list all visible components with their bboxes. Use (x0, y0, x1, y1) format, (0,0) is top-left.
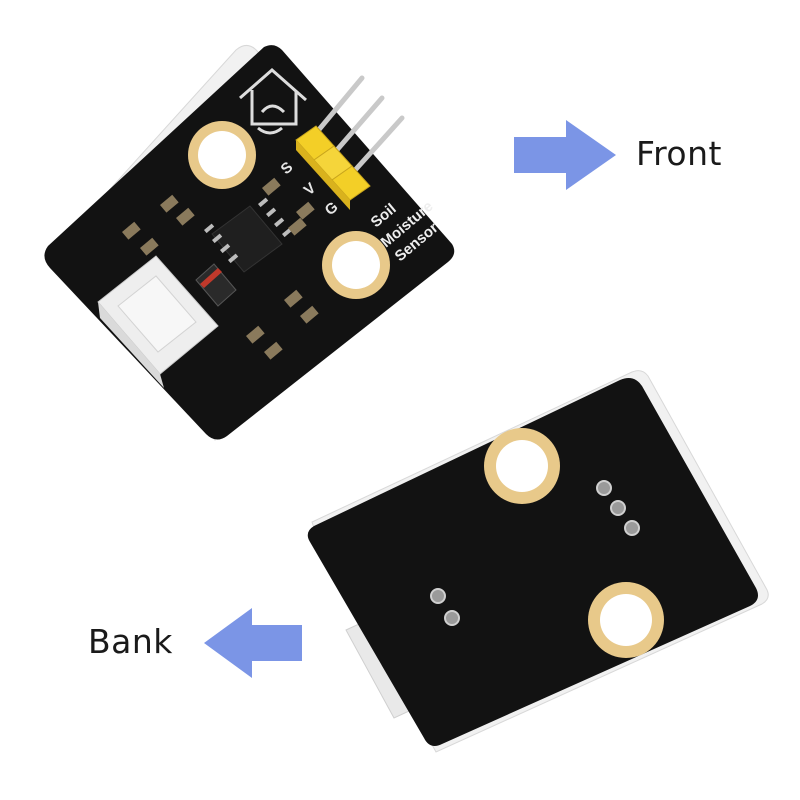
jst-connector (97, 255, 219, 388)
header-pins (309, 75, 405, 181)
front-arrow (514, 120, 616, 190)
smd-components (122, 177, 319, 360)
front-label: Front (636, 134, 722, 173)
solder-joints (430, 480, 640, 626)
front-board: S V G Soil Moisture Sensor (44, 45, 455, 441)
pin-header (295, 125, 371, 210)
back-arrow (204, 608, 302, 678)
ic-chip (204, 197, 293, 273)
back-label: Bank (88, 622, 173, 661)
logo-icon (239, 68, 307, 135)
back-pcb (307, 378, 758, 746)
back-board (307, 370, 769, 753)
